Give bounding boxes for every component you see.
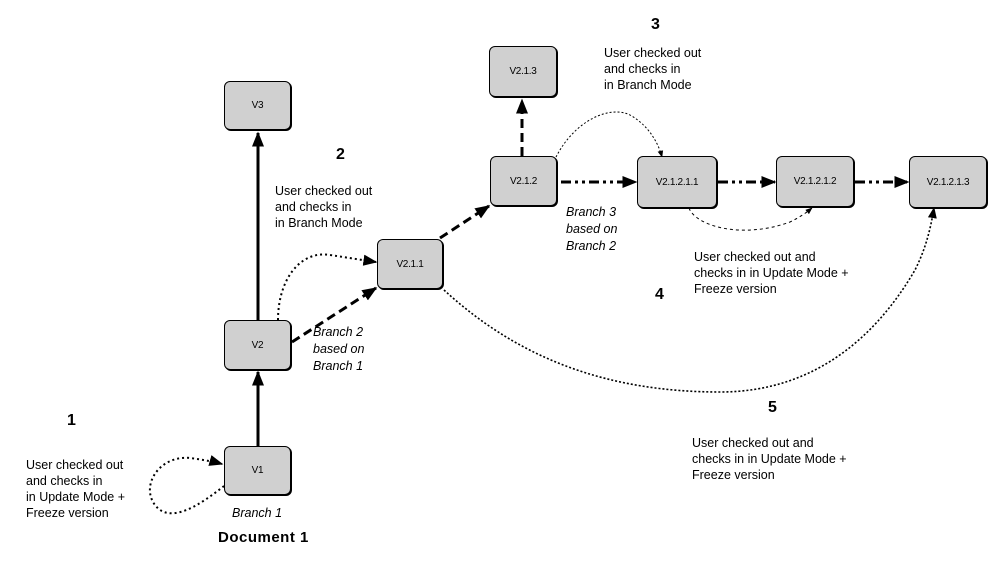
step-3-note: User checked out and checks in in Branch… [604, 46, 702, 92]
curve-v2-1-2-to-v2-1-2-1-1 [555, 111, 664, 158]
version-node-v2-1-2-1-1[interactable]: V2.1.2.1.1 [637, 156, 717, 208]
step-5-number: 5 [768, 399, 777, 416]
version-node-v2-1-3[interactable]: V2.1.3 [489, 46, 557, 97]
step-2-number: 2 [336, 146, 345, 163]
edge-v2-1-1-v2-1-2 [439, 204, 491, 240]
curve-v2-1-1-to-v2-1-2-1-3 [443, 206, 937, 393]
branch-1-label: Branch 1 [232, 506, 283, 520]
loop-v1-update [149, 455, 225, 515]
step-4-number: 4 [655, 286, 664, 303]
version-node-v2-1-2[interactable]: V2.1.2 [490, 156, 557, 206]
step-1-number: 1 [67, 412, 76, 429]
version-node-v1[interactable]: V1 [224, 446, 291, 495]
curve-v2-to-v2-1-1 [277, 253, 378, 321]
version-node-v2-1-1[interactable]: V2.1.1 [377, 239, 443, 289]
edge-v2-v2-1-1 [291, 286, 378, 344]
version-node-v2-1-2-1-2[interactable]: V2.1.2.1.2 [776, 156, 854, 207]
step-5-note: User checked out and checks in in Update… [692, 436, 847, 482]
step-1-note: User checked out and checks in in Update… [26, 458, 126, 520]
version-node-v2-1-2-1-3[interactable]: V2.1.2.1.3 [909, 156, 987, 208]
branch-3-label: Branch 3 based on Branch 2 [566, 205, 618, 253]
step-2-note: User checked out and checks in in Branch… [275, 184, 373, 230]
step-3-number: 3 [651, 16, 660, 33]
branch-2-label: Branch 2 based on Branch 1 [313, 325, 365, 373]
document-title: Document 1 [218, 529, 309, 546]
curve-v2-1-2-1-1-to-v2-1-2-1-2 [688, 207, 813, 231]
version-node-v3[interactable]: V3 [224, 81, 291, 130]
step-4-note: User checked out and checks in in Update… [694, 250, 849, 296]
version-node-v2[interactable]: V2 [224, 320, 291, 370]
